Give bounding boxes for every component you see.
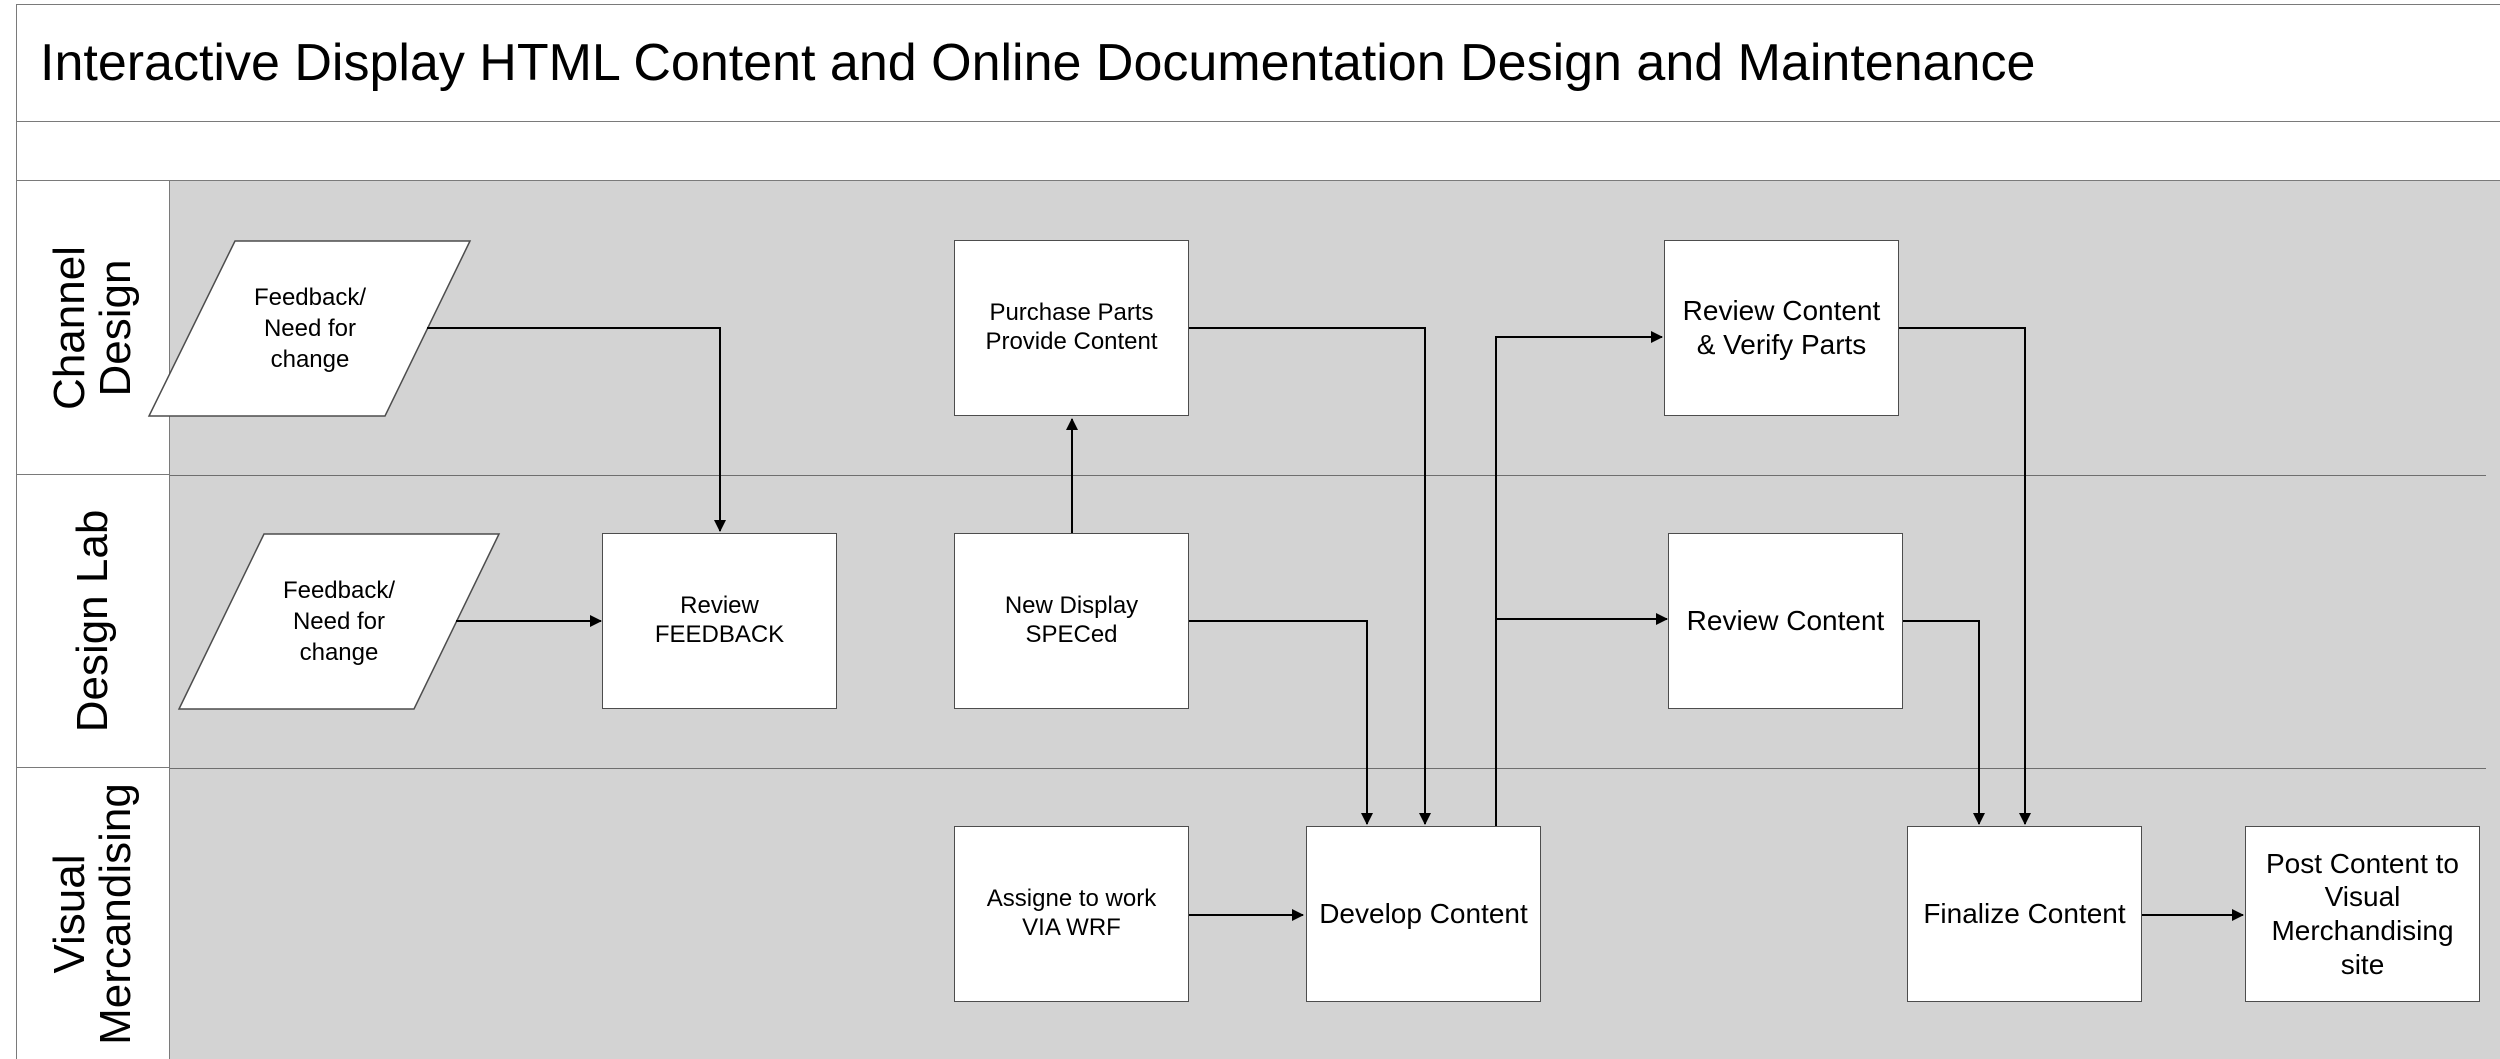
node-label: Assigne to work VIA WRF <box>986 885 1157 941</box>
node-finalize-content: Finalize Content <box>1907 826 2142 1002</box>
node-label: New Display SPECed <box>1004 592 1139 648</box>
node-review-verify: Review Content & Verify Parts <box>1664 240 1899 416</box>
lane-label-design-lab: Design Lab <box>16 475 170 768</box>
lane-label-text: Design Lab <box>68 509 117 733</box>
node-label: Review Content & Verify Parts <box>1682 295 1881 360</box>
node-purchase-parts: Purchase Parts Provide Content <box>954 240 1189 416</box>
node-post-content: Post Content to Visual Merchandising sit… <box>2245 826 2480 1002</box>
node-label: Finalize Content <box>1923 898 2126 930</box>
node-label: Develop Content <box>1319 898 1528 930</box>
node-label: Purchase Parts Provide Content <box>985 299 1158 355</box>
node-label: Review Content <box>1686 605 1885 637</box>
lane-divider <box>170 768 2486 769</box>
lane-divider <box>170 475 2486 476</box>
node-new-display: New Display SPECed <box>954 533 1189 709</box>
lane-label-visual-merchandising: Visual Mercandising <box>16 768 170 1059</box>
node-feedback-channel: Feedback/ Need for change <box>253 283 367 374</box>
title-bar: Interactive Display HTML Content and Onl… <box>16 4 2500 122</box>
node-feedback-lab: Feedback/ Need for change <box>282 576 396 667</box>
node-review-content: Review Content <box>1668 533 1903 709</box>
lane-label-text: Channel Design <box>45 245 140 410</box>
lane-label-text: Visual Mercandising <box>45 782 140 1045</box>
lane-label-channel-design: Channel Design <box>16 181 170 475</box>
node-label: Review FEEDBACK <box>654 592 785 648</box>
subheader-bar <box>16 122 2500 181</box>
node-label: Post Content to Visual Merchandising sit… <box>2265 847 2459 980</box>
diagram-title: Interactive Display HTML Content and Onl… <box>40 34 2036 92</box>
node-develop-content: Develop Content <box>1306 826 1541 1002</box>
node-review-feedback: Review FEEDBACK <box>602 533 837 709</box>
node-assign-work: Assigne to work VIA WRF <box>954 826 1189 1002</box>
